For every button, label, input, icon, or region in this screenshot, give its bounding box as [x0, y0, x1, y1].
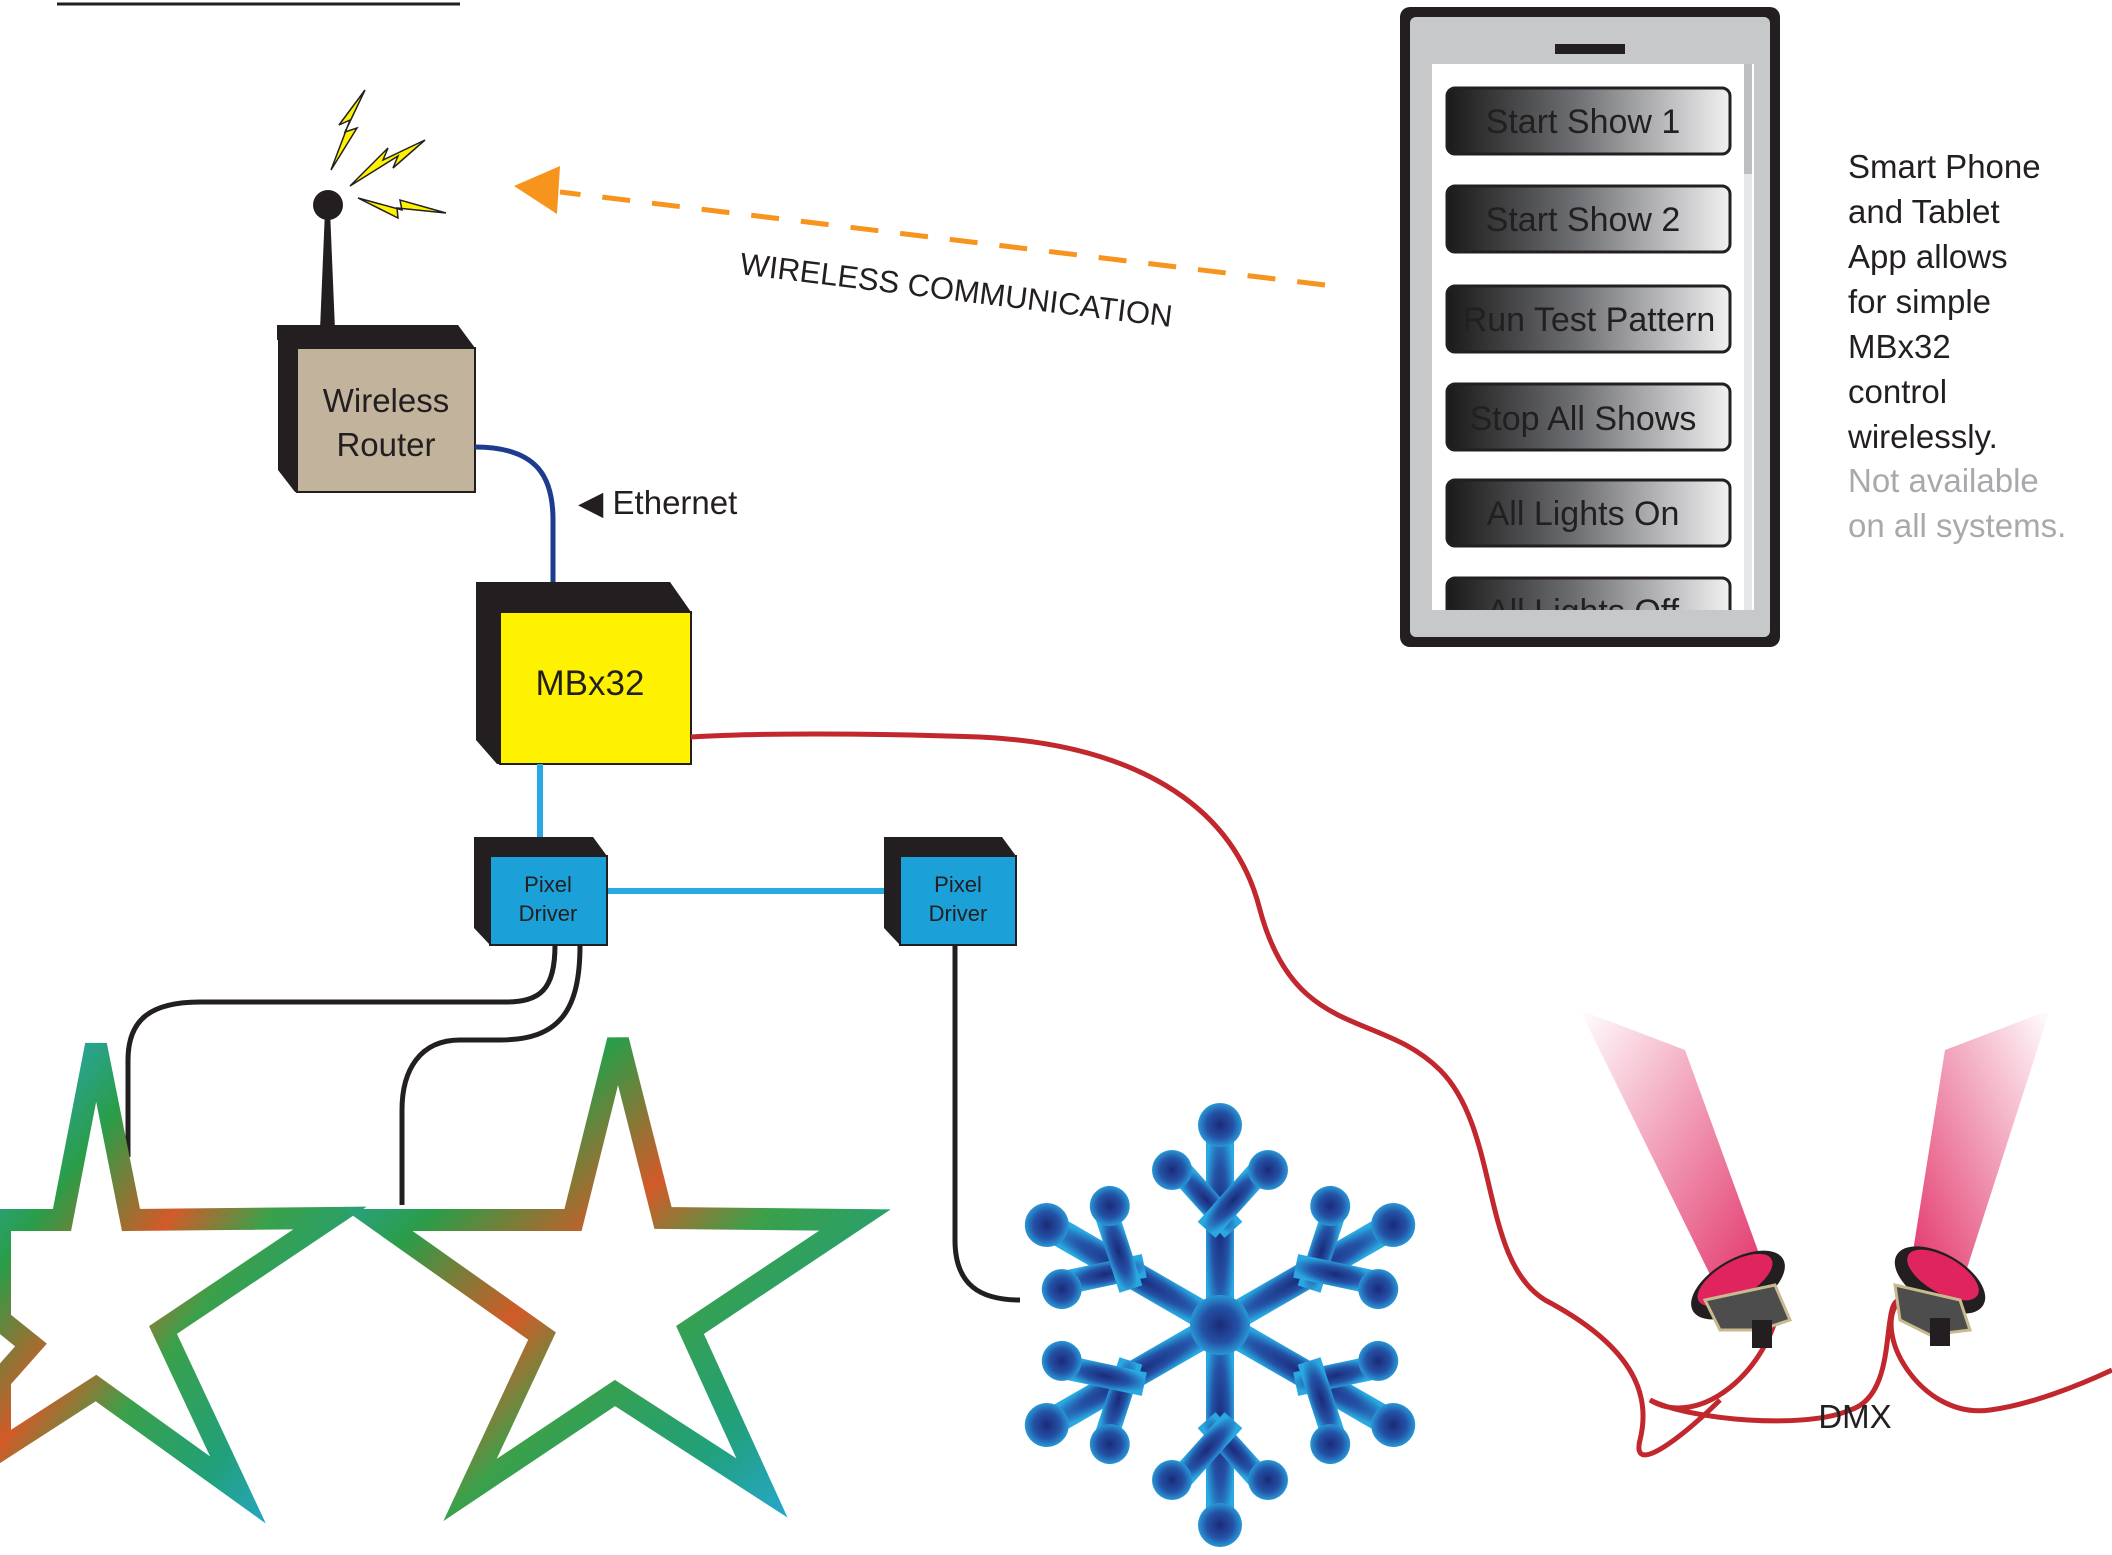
side-note-line: for simple: [1848, 283, 1991, 320]
pixel-driver-1-line1: Pixel: [524, 872, 572, 897]
ethernet-label: ◀ Ethernet: [578, 484, 737, 521]
side-note-line: App allows: [1848, 238, 2008, 275]
phone-button-label: Run Test Pattern: [1463, 301, 1716, 339]
antenna-icon: [313, 190, 343, 330]
dmx-cable-loop: [1648, 1297, 2112, 1424]
router-label-line1: Wireless: [323, 382, 450, 419]
pixel-driver-1-line2: Driver: [519, 901, 578, 926]
dmx-cable: [690, 731, 1722, 1458]
side-note-muted-line: Not available: [1848, 462, 2039, 499]
pixel-driver-2-line2: Driver: [929, 901, 988, 926]
side-note-line: wirelessly.: [1847, 418, 1998, 455]
phone-speaker: [1555, 44, 1625, 54]
side-note: Smart Phone and Tablet App allows for si…: [1847, 148, 2066, 544]
mbx32-controller: MBx32: [476, 582, 692, 765]
side-note-muted-line: on all systems.: [1848, 507, 2066, 544]
pixel-driver-2: Pixel Driver: [884, 837, 1017, 946]
phone-button-label: All Lights On: [1487, 495, 1680, 533]
side-note-line: Smart Phone: [1848, 148, 2041, 185]
snowflake-icon: [993, 1103, 1447, 1547]
smartphone: Start Show 1 Start Show 2 Run Test Patte…: [1400, 7, 1780, 647]
dmx-light-right: [1893, 1010, 2050, 1346]
controller-label: MBx32: [536, 664, 645, 703]
side-note-line: and Tablet: [1848, 193, 2000, 230]
phone-button-all-lights-off[interactable]: All Lights Off: [1445, 576, 1732, 644]
lightning-bolt-icon: [330, 89, 447, 220]
side-note-line: control: [1848, 373, 1947, 410]
phone-button-label: Start Show 1: [1486, 103, 1681, 141]
phone-button-all-lights-on[interactable]: All Lights On: [1445, 478, 1732, 548]
side-note-line: MBx32: [1848, 328, 1951, 365]
star-icon-2: [343, 1037, 891, 1522]
phone-button-label: Stop All Shows: [1470, 400, 1697, 438]
wireless-arrow: [514, 166, 1326, 288]
phone-scrollbar[interactable]: [1744, 64, 1752, 610]
pixel-driver-2-line1: Pixel: [934, 872, 982, 897]
router-label-line2: Router: [336, 426, 435, 463]
phone-button-start-show-2[interactable]: Start Show 2: [1445, 184, 1732, 254]
phone-button-stop-all-shows[interactable]: Stop All Shows: [1445, 382, 1732, 452]
router-face: [296, 347, 476, 493]
dmx-label: DMX: [1818, 1398, 1891, 1435]
element-cables: [125, 944, 1021, 1303]
phone-scrollbar-thumb[interactable]: [1744, 64, 1752, 174]
ethernet-cable: [474, 444, 556, 588]
phone-button-run-test-pattern[interactable]: Run Test Pattern: [1445, 284, 1732, 354]
pixel-driver-1: Pixel Driver: [474, 837, 608, 946]
controller-face: [499, 611, 692, 765]
phone-button-label: Start Show 2: [1486, 201, 1681, 239]
phone-button-start-show-1[interactable]: Start Show 1: [1445, 86, 1732, 156]
phone-button-label: All Lights Off: [1487, 593, 1680, 631]
dmx-light-left: [1580, 1010, 1793, 1348]
star-icon-1: [0, 1042, 367, 1524]
wireless-router: Wireless Router: [277, 325, 476, 493]
